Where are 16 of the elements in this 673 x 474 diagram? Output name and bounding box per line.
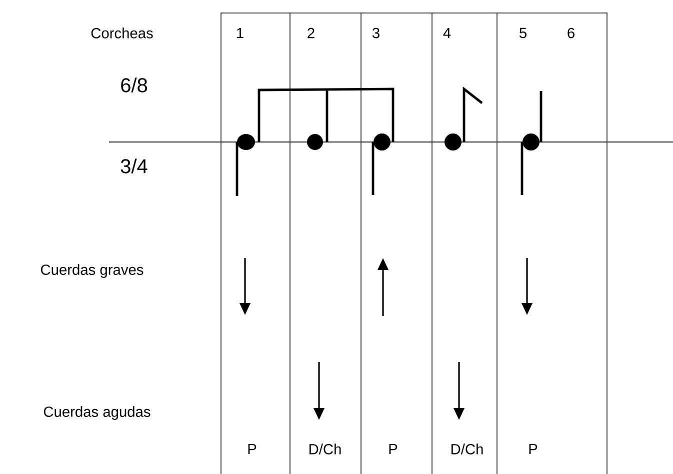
strum-label: D/Ch [310, 444, 341, 454]
column-number: 1 [237, 28, 244, 38]
time-signature: 3/4 [120, 158, 148, 174]
strum-label: P [529, 444, 538, 454]
row-label: Cuerdas graves [41, 264, 144, 278]
time-signature: 6/8 [121, 78, 148, 92]
strum-label: D/Ch [452, 444, 483, 454]
column-number: 6 [568, 28, 574, 38]
row-label: Cuerdas agudas [44, 406, 150, 420]
column-number: 3 [372, 28, 380, 38]
column-number: 5 [520, 28, 526, 38]
column-number: 4 [443, 28, 451, 38]
column-number: 2 [308, 28, 314, 38]
strum-label: P [248, 444, 256, 454]
strum-label: P [389, 444, 398, 454]
row-label: Corcheas [91, 28, 153, 38]
